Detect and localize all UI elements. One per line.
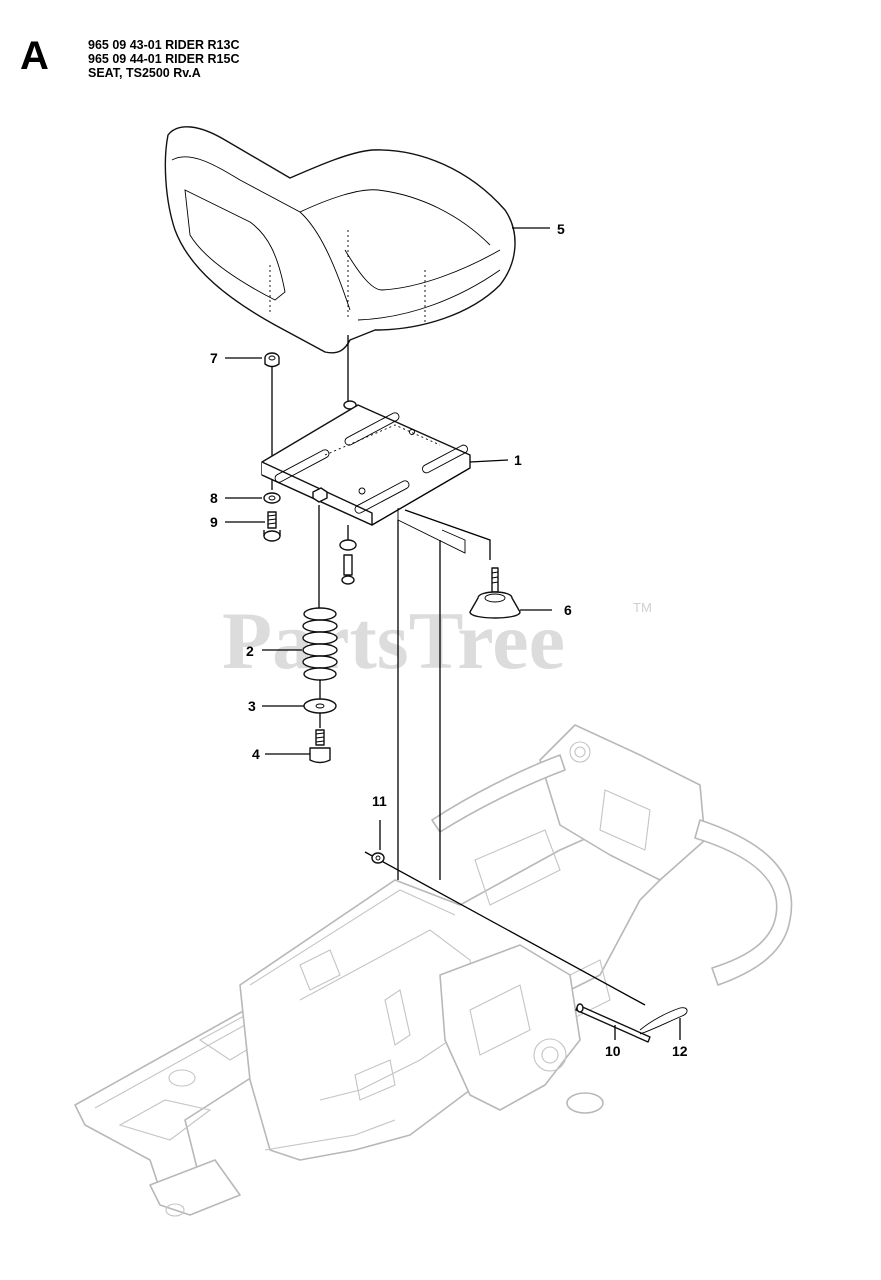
callout-12[interactable]: 12 (672, 1043, 688, 1059)
tractor-frame (74, 724, 793, 1217)
watermark-trademark: TM (633, 600, 652, 615)
callout-labels: 5 7 1 8 9 6 2 3 4 11 10 12 (210, 221, 688, 1059)
spring[interactable] (302, 505, 338, 700)
model-line-2: 965 09 44-01 RIDER R15C (88, 52, 240, 66)
callout-10[interactable]: 10 (605, 1043, 621, 1059)
section-letter: A (20, 34, 49, 78)
callout-6[interactable]: 6 (564, 602, 572, 618)
callout-2[interactable]: 2 (246, 643, 254, 659)
lock-nut[interactable] (364, 820, 646, 1006)
flange-bolt[interactable] (309, 729, 331, 764)
spring-washer[interactable] (303, 698, 337, 728)
callout-1[interactable]: 1 (514, 452, 522, 468)
leader-lines (225, 227, 552, 755)
pivot-pin[interactable] (575, 1003, 651, 1043)
bolt-right (343, 554, 353, 576)
watermark: PartsTree TM (222, 595, 652, 686)
callout-4[interactable]: 4 (252, 746, 260, 762)
assembly-title: SEAT, TS2500 Rv.A (88, 66, 201, 80)
washer[interactable] (263, 492, 281, 504)
callout-11[interactable]: 11 (372, 793, 387, 809)
part-number-block: 965 09 43-01 RIDER R13C 965 09 44-01 RID… (88, 38, 239, 80)
callout-8[interactable]: 8 (210, 490, 218, 506)
callout-9[interactable]: 9 (210, 514, 218, 530)
seat-plate[interactable] (261, 404, 471, 554)
model-line-1: 965 09 43-01 RIDER R13C (88, 38, 240, 52)
callout-5[interactable]: 5 (557, 221, 565, 237)
callout-7[interactable]: 7 (210, 350, 218, 366)
seat[interactable] (164, 126, 516, 354)
callout-3[interactable]: 3 (248, 698, 256, 714)
washer-right (339, 539, 357, 551)
bolt[interactable] (263, 511, 281, 542)
knob[interactable] (397, 509, 521, 880)
hair-pin[interactable] (639, 1007, 688, 1040)
